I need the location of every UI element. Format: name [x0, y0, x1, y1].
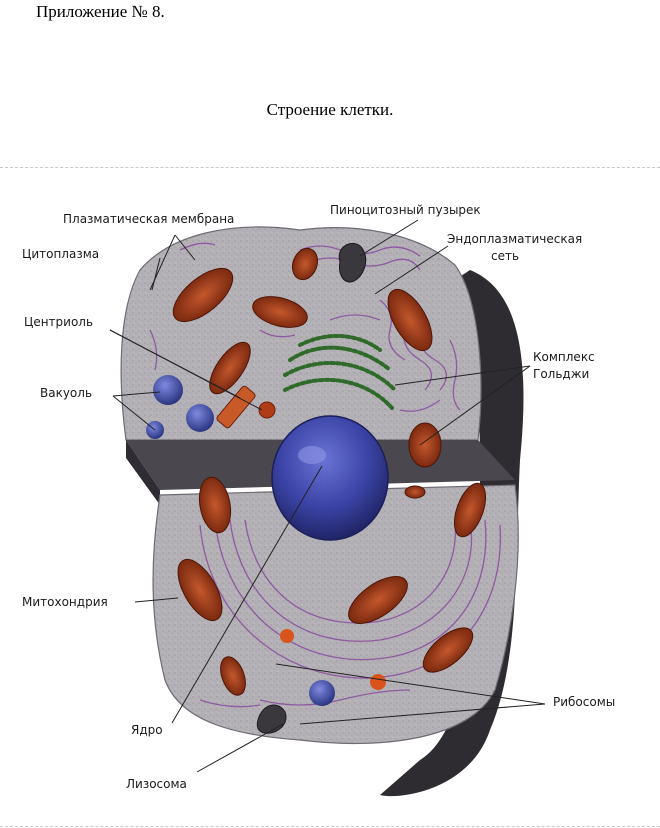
label-pinocytic-vesicle: Пиноцитозный пузырек [330, 203, 481, 217]
label-cytoplasm: Цитоплазма [22, 247, 99, 261]
label-er-line1: Эндоплазматическая [447, 232, 582, 246]
divider-top [0, 167, 660, 168]
label-mitochondrion: Митохондрия [22, 595, 108, 609]
endoplasmic-reticulum-upper [149, 242, 461, 412]
page-title: Строение клетки. [266, 100, 394, 119]
endoplasmic-reticulum-lower [199, 519, 502, 708]
divider-bottom [0, 826, 660, 827]
lysosomes [280, 629, 386, 690]
label-golgi-line1: Комплекс [533, 350, 595, 364]
label-lysosome: Лизосома [126, 777, 187, 791]
mitochondria-lower [177, 476, 487, 696]
cell-diagram: Плазматическая мембрана Пиноцитозный пуз… [22, 203, 615, 797]
label-plasma-membrane: Плазматическая мембрана [63, 212, 234, 226]
appendix-number: Приложение № 8. [36, 2, 165, 21]
nucleus [271, 415, 389, 541]
label-golgi-line2: Гольджи [533, 367, 589, 381]
label-er-line2: сеть [491, 249, 519, 263]
centriole [216, 385, 276, 429]
label-ribosomes: Рибосомы [553, 695, 615, 709]
mitochondria-upper [172, 247, 442, 468]
golgi-complex [283, 333, 397, 410]
pinocytic-vesicle [338, 243, 367, 283]
leader-lines [109, 219, 546, 773]
vacuoles [146, 375, 335, 706]
label-vacuole: Вакуоль [40, 386, 92, 400]
label-centriole: Центриоль [24, 315, 93, 329]
label-nucleus: Ядро [131, 723, 163, 737]
